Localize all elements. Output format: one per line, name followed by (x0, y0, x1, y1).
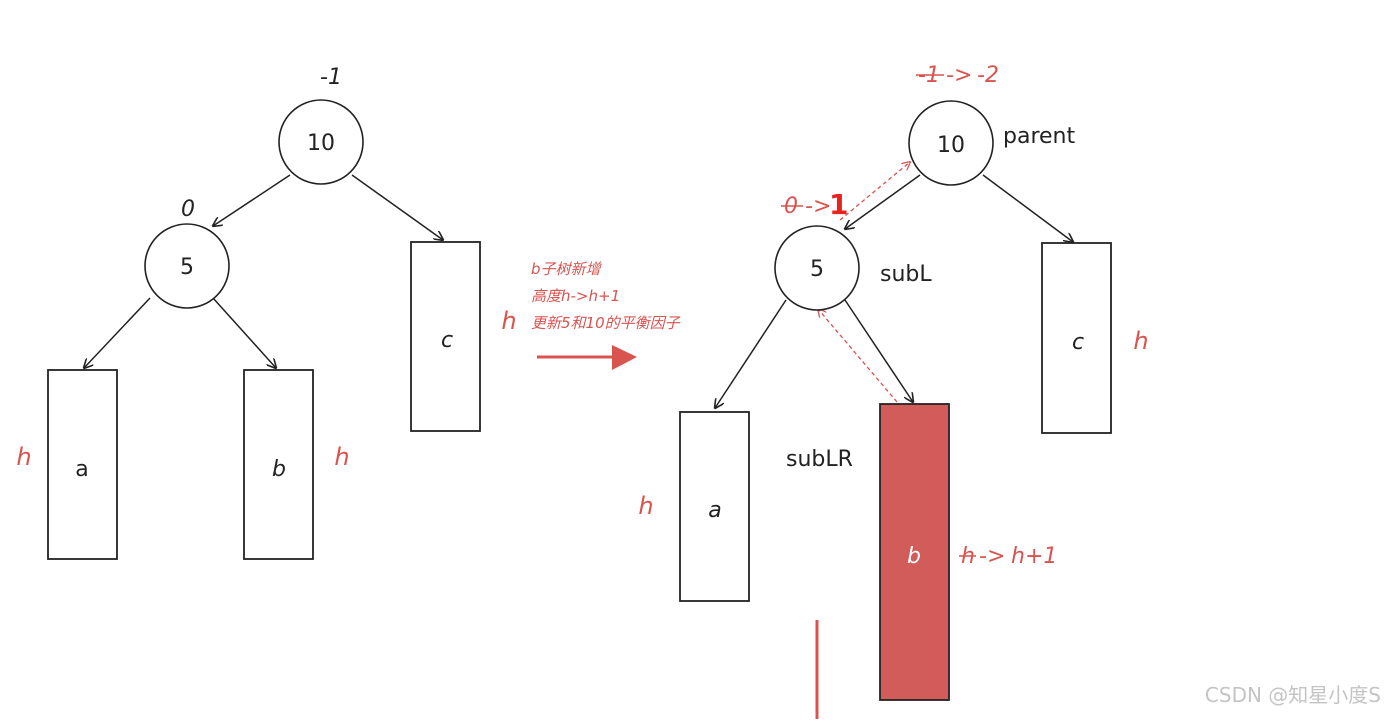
right-node-10-label: parent (1003, 124, 1075, 149)
right-height-b-new: h+1 (1011, 544, 1057, 569)
right-subtree-b-label: b (907, 544, 921, 569)
right-subtree-a (679, 411, 750, 602)
right-sublr-label: subLR (786, 447, 853, 472)
right-node-10-balance-arrow: -> (946, 63, 972, 88)
right-subtree-a-label: a (708, 498, 721, 523)
right-node-5-label: subL (880, 262, 932, 287)
right-height-b-arrow: -> (979, 544, 1005, 569)
right-node-10-value: 10 (937, 133, 965, 158)
left-edge-5-to-b (212, 297, 276, 368)
right-edge-5-to-b (844, 299, 913, 402)
left-edge-5-to-a (84, 297, 151, 368)
right-subtree-c-label: c (1072, 330, 1084, 355)
left-node-5 (144, 223, 230, 309)
left-node-5-balance: 0 (181, 197, 195, 222)
right-edge-10-to-c (982, 174, 1073, 242)
left-node-10 (278, 99, 364, 185)
right-height-c: h (1133, 327, 1148, 355)
right-update-arrow-5-to-10 (839, 162, 910, 221)
right-subtree-c (1041, 242, 1112, 434)
transition-note-1: b子树新增 (531, 260, 603, 278)
right-edge-10-to-5 (845, 174, 921, 229)
right-tree: 10 parent -1 -> -2 5 subL 0 -> 1 a b c s… (638, 63, 1149, 719)
left-subtree-a (47, 369, 118, 560)
left-node-5-value: 5 (180, 255, 194, 280)
right-node-10-balance-new: -2 (977, 63, 999, 88)
right-node-5-value: 5 (810, 257, 824, 282)
right-node-5-balance-arrow: -> (805, 194, 831, 219)
transition-arrow-icon (612, 345, 637, 370)
transition: b子树新增 高度h->h+1 更新5和10的平衡因子 (531, 260, 681, 370)
right-node-5 (774, 225, 860, 311)
transition-note-2: 高度h->h+1 (531, 287, 620, 305)
left-edge-10-to-c (351, 174, 443, 240)
left-height-c: h (501, 307, 516, 335)
left-node-10-balance: -1 (320, 65, 342, 90)
left-height-a: h (16, 443, 31, 471)
right-update-arrow-b-to-5 (818, 309, 898, 403)
transition-note-3: 更新5和10的平衡因子 (531, 314, 681, 332)
watermark: CSDN @知星小度S (1205, 683, 1381, 707)
left-height-b: h (334, 443, 349, 471)
left-subtree-b-label: b (272, 457, 286, 482)
left-subtree-b (243, 369, 314, 560)
left-subtree-a-label: a (75, 457, 88, 482)
right-subtree-b (879, 403, 950, 701)
left-subtree-c-label: c (441, 328, 453, 353)
right-edge-5-to-a (715, 299, 787, 408)
left-tree: 10 -1 5 0 a b c h h h (16, 65, 517, 560)
left-subtree-c (410, 241, 481, 432)
left-node-10-value: 10 (307, 131, 335, 156)
right-node-10 (908, 100, 994, 186)
left-edge-10-to-5 (213, 174, 291, 226)
right-height-a: h (638, 492, 653, 520)
right-node-5-balance-new: 1 (829, 188, 848, 221)
